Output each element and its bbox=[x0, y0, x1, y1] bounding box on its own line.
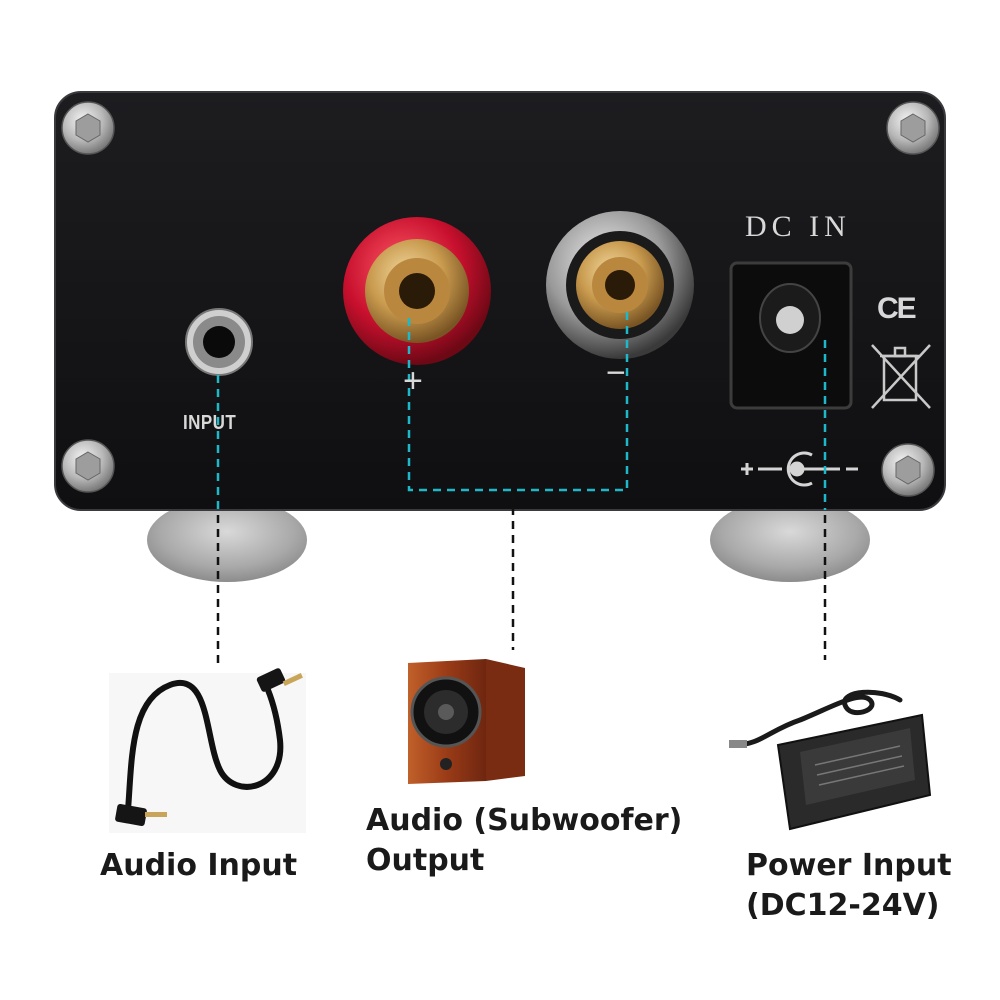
guide-lines-cyan bbox=[216, 312, 827, 510]
left-foot bbox=[147, 498, 307, 582]
dc-polarity-icon bbox=[741, 451, 858, 487]
power-adapter-icon bbox=[729, 689, 932, 831]
input-jack bbox=[185, 308, 253, 376]
caption-subwoofer-output: Audio (Subwoofer) Output bbox=[366, 801, 682, 881]
ce-mark: CE bbox=[877, 292, 917, 325]
minus-terminal-label: − bbox=[606, 354, 627, 392]
caption-subwoofer-line2: Output bbox=[366, 843, 485, 878]
dc-jack bbox=[729, 261, 853, 410]
caption-power-input: Power Input (DC12-24V) bbox=[746, 846, 952, 926]
weee-bin-icon bbox=[871, 344, 931, 409]
red-binding-post bbox=[343, 217, 491, 365]
subwoofer-icon bbox=[408, 659, 525, 784]
caption-audio-input: Audio Input bbox=[100, 846, 297, 886]
rear-panel bbox=[54, 91, 946, 511]
black-binding-post bbox=[546, 211, 694, 359]
input-jack-label: INPUT bbox=[183, 412, 237, 434]
caption-power-line2: (DC12-24V) bbox=[746, 888, 940, 923]
rubber-feet bbox=[147, 498, 870, 582]
guide-lines-black bbox=[216, 493, 827, 668]
screw-icon bbox=[886, 101, 940, 155]
caption-subwoofer-line1: Audio (Subwoofer) bbox=[366, 803, 683, 838]
caption-power-line1: Power Input bbox=[746, 848, 952, 883]
caption-audio-input-text: Audio Input bbox=[100, 848, 298, 883]
plus-terminal-label: + bbox=[403, 362, 424, 400]
audio-cable-icon bbox=[109, 668, 306, 833]
screw-icon bbox=[61, 101, 115, 155]
screw-icon bbox=[61, 439, 115, 493]
right-foot bbox=[710, 498, 870, 582]
screw-icon bbox=[881, 443, 935, 497]
dc-in-label: DC IN bbox=[745, 210, 851, 243]
